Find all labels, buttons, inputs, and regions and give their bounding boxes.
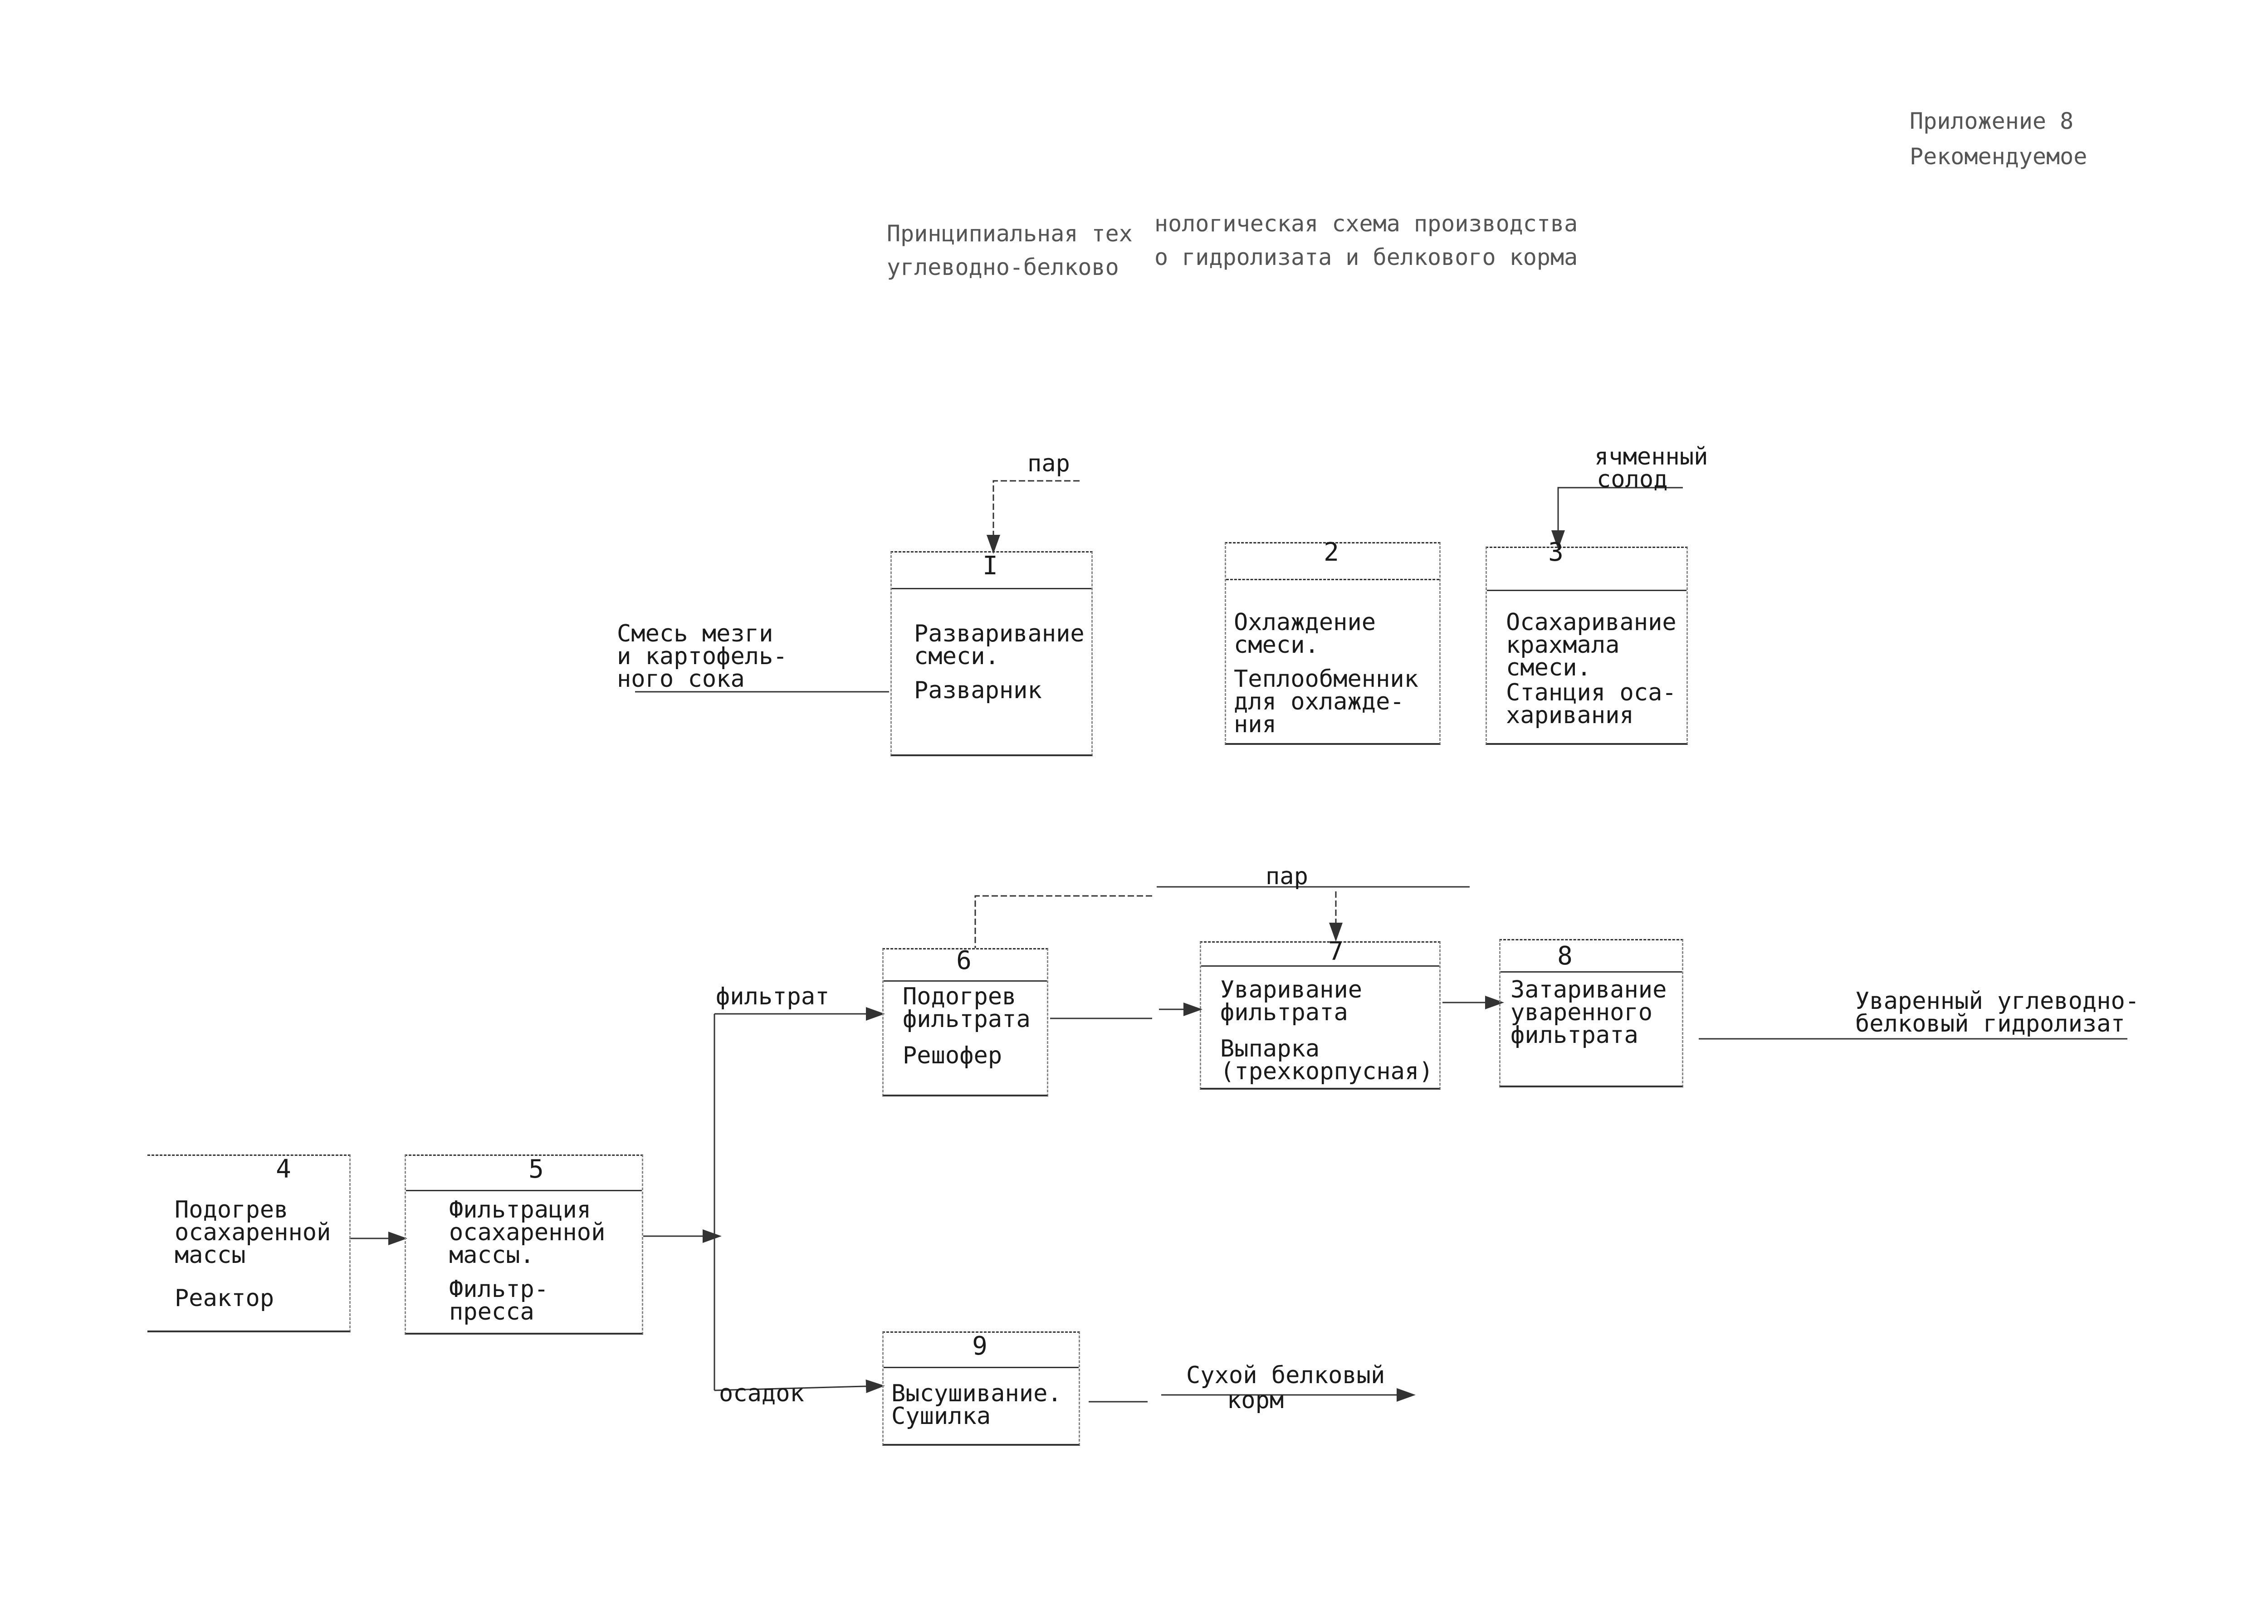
title-line2-left: углеводно-белково xyxy=(887,254,1119,280)
block-3-equipment-2: харивания xyxy=(1506,702,1634,729)
block-5-equipment-2: пресса xyxy=(449,1298,534,1326)
sediment-branch xyxy=(714,1379,885,1393)
block-4 xyxy=(147,1154,351,1332)
block-4-number: 4 xyxy=(276,1154,291,1184)
block-7-number: 7 xyxy=(1328,937,1344,966)
steam-to-block-6 xyxy=(974,895,1152,948)
malt-label-2: солод xyxy=(1597,466,1668,493)
block-2-equipment-2: для охлажде- xyxy=(1234,688,1404,715)
block-7-line-1: Уваривание xyxy=(1220,976,1363,1003)
block-3-line-2: крахмала xyxy=(1506,631,1620,659)
block-1-line-2: смеси. xyxy=(914,643,999,670)
block-5 xyxy=(405,1154,643,1335)
block-2 xyxy=(1225,542,1441,745)
block-8-line-1: Затаривание xyxy=(1510,976,1667,1003)
block-1 xyxy=(890,551,1093,756)
block-1-line-1: Разваривание xyxy=(914,620,1085,647)
block-9-line-1: Высушивание. xyxy=(891,1380,1062,1407)
block-1-equipment: Разварник xyxy=(914,677,1042,704)
feed-label-2: корм xyxy=(1227,1387,1284,1414)
block-3-equipment-1: Станция оса- xyxy=(1506,679,1677,706)
block-9-equipment: Сушилка xyxy=(891,1403,991,1430)
block-2-line-1: Охлаждение xyxy=(1234,609,1376,636)
block-7-equipment-2: (трехкорпусная) xyxy=(1220,1058,1433,1085)
block-6-equipment: Решофер xyxy=(903,1042,1002,1069)
block-6-line-2: фильтрата xyxy=(903,1006,1031,1033)
block-4-equipment: Реактор xyxy=(175,1285,274,1312)
block-6-line-1: Подогрев xyxy=(903,983,1017,1010)
block-3-number: 3 xyxy=(1548,538,1564,567)
hydrolysate-label-1: Уваренный углеводно- xyxy=(1855,988,2140,1015)
sediment-label: осадок xyxy=(719,1380,804,1407)
steam-middle-label: пар xyxy=(1266,863,1308,890)
block-3-line-3: смеси. xyxy=(1506,654,1591,681)
block-5-equipment-1: Фильтр- xyxy=(449,1276,549,1303)
status-label: Рекомендуемое xyxy=(1910,143,2087,170)
block-9 xyxy=(882,1331,1080,1446)
hydrolysate-label-2: белковый гидролизат xyxy=(1855,1010,2125,1037)
mix-label-2: и картофель- xyxy=(617,643,787,670)
block-3 xyxy=(1486,547,1688,745)
block-5-number: 5 xyxy=(528,1154,544,1184)
steam-top-label: пар xyxy=(1027,450,1070,477)
block-2-equipment-3: ния xyxy=(1234,711,1276,738)
block-8 xyxy=(1499,939,1683,1087)
mix-label-1: Смесь мезги xyxy=(617,620,773,647)
block-2-equipment-1: Теплообменник xyxy=(1234,665,1418,693)
block-7-line-2: фильтрата xyxy=(1220,999,1348,1026)
title-line2-right: о гидролизата и белкового корма xyxy=(1154,244,1578,270)
block-8-line-3: фильтрата xyxy=(1510,1022,1638,1049)
filtrate-label: фильтрат xyxy=(716,983,830,1010)
appendix-label: Приложение 8 xyxy=(1910,108,2074,134)
block-5-line-3: массы. xyxy=(449,1242,534,1269)
block-7-equipment-1: Выпарка xyxy=(1220,1035,1320,1062)
block-2-number: 2 xyxy=(1324,538,1339,567)
block-3-line-1: Осахаривание xyxy=(1506,609,1677,636)
block-7 xyxy=(1200,941,1441,1090)
feed-label-1: Сухой белковый xyxy=(1186,1362,1385,1389)
block-9-number: 9 xyxy=(972,1331,987,1361)
block-4-line-3: массы xyxy=(175,1242,246,1269)
title-line1-right: нологическая схема производства xyxy=(1154,210,1578,237)
block-4-line-2: осахаренной xyxy=(175,1219,331,1246)
title-line1-left: Принципиальная тех xyxy=(887,220,1133,247)
block-6-number: 6 xyxy=(956,946,972,975)
block-5-line-2: осахаренной xyxy=(449,1219,606,1246)
mix-label-3: ного сока xyxy=(617,665,745,693)
malt-label-1: ячменный xyxy=(1594,443,1708,470)
steam-to-block-1 xyxy=(987,480,1080,554)
block-4-line-1: Подогрев xyxy=(175,1196,288,1223)
block-8-number: 8 xyxy=(1557,941,1573,971)
malt-to-block-3 xyxy=(1551,487,1683,549)
block-8-line-2: уваренного xyxy=(1510,999,1653,1026)
block-5-line-1: Фильтрация xyxy=(449,1196,591,1223)
block-2-line-2: смеси. xyxy=(1234,631,1319,659)
block-1-number: I xyxy=(982,551,998,581)
block-6 xyxy=(882,948,1048,1096)
